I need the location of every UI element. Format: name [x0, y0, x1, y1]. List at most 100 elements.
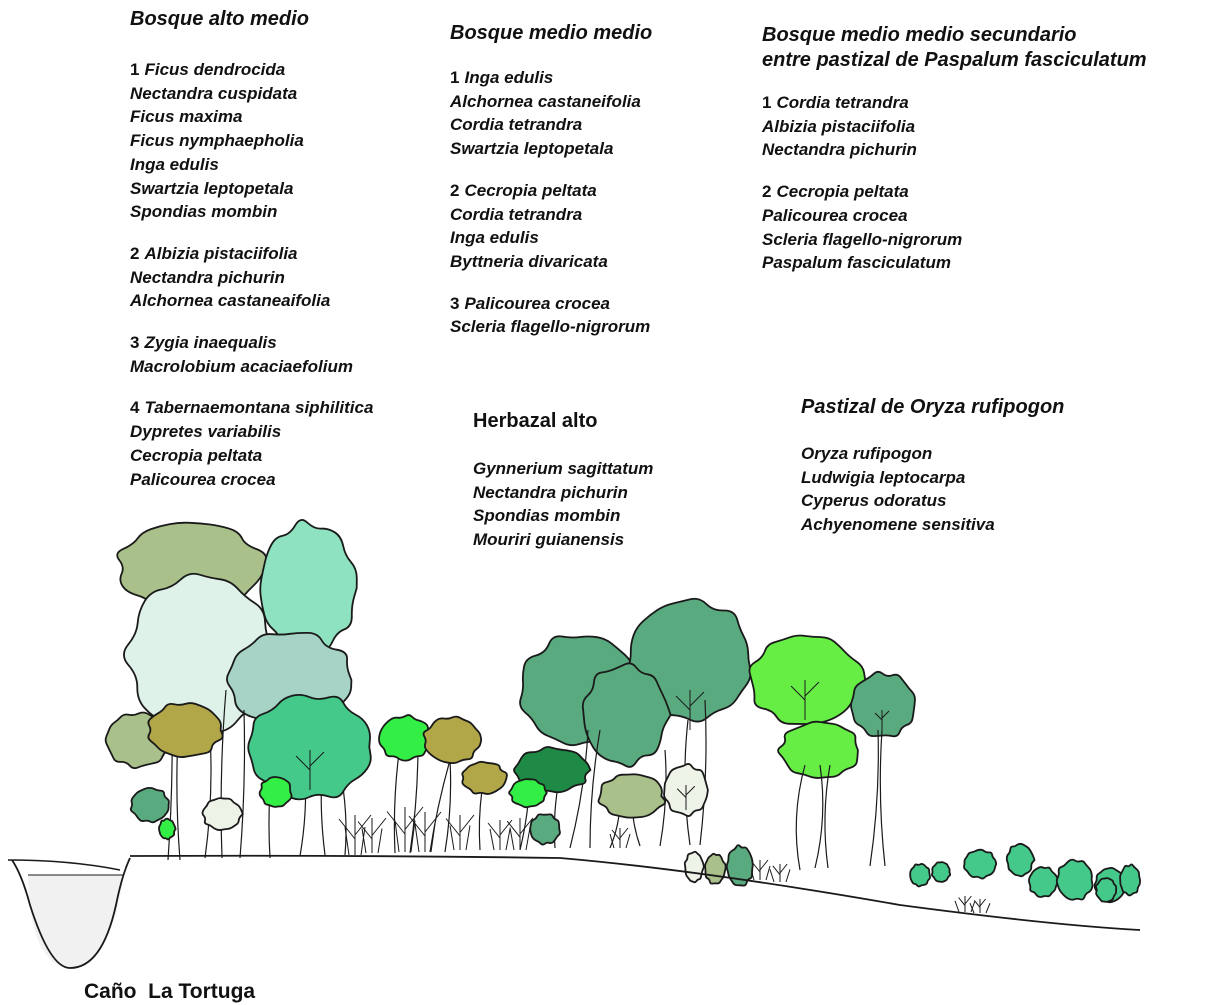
- tree-crown: [259, 519, 358, 654]
- community-bosque-secundario: Bosque medio medio secundario entre past…: [762, 23, 1147, 275]
- crown-branches: [676, 785, 696, 810]
- tree-stem: [589, 729, 601, 849]
- species-name: Nectandra cuspidata: [130, 83, 298, 103]
- species-name: Cyperus odoratus: [801, 491, 947, 511]
- tree-crown: [1095, 877, 1118, 903]
- group-number: 1: [762, 93, 772, 112]
- shrub: [408, 811, 442, 853]
- tree-crown: [201, 797, 244, 831]
- tree-crown: [129, 786, 170, 824]
- species-name: Albizia pistaciifolia: [762, 116, 916, 136]
- ground-line-left: [7, 859, 121, 871]
- tree-crown: [963, 848, 998, 880]
- species-name: Nectandra pichurin: [473, 482, 628, 502]
- tree-crown: [147, 702, 224, 758]
- species-name: Nectandra pichurin: [130, 267, 285, 287]
- group-number: 3: [450, 293, 460, 313]
- species-name: Swartzia leptopetala: [130, 178, 294, 198]
- tree-crown: [422, 715, 483, 765]
- tree-stem: [569, 729, 589, 849]
- tree-crown: [1028, 866, 1059, 898]
- species-name: Oryza rufipogon: [801, 444, 933, 463]
- tree-crown: [930, 861, 952, 883]
- shrub: [487, 819, 513, 851]
- group-number: 1: [130, 60, 140, 79]
- tree-stem: [429, 759, 451, 853]
- species-name: Inga edulis: [450, 228, 539, 248]
- community-title: Herbazal alto: [473, 410, 598, 432]
- community-pastizal: Pastizal de Oryza rufipogon Oryza rufipo…: [801, 395, 1064, 537]
- tree-crown: [529, 813, 561, 846]
- species-name: Scleria flagello-nigrorum: [762, 229, 963, 249]
- shrub: [609, 827, 631, 849]
- tree-stem: [824, 764, 831, 869]
- species-name: Spondias mombin: [130, 202, 278, 222]
- shrub: [357, 817, 387, 854]
- species-name: Ficus nymphaepholia: [130, 131, 304, 151]
- ground-layer: [7, 854, 1141, 969]
- species-name: Mouriri guianensis: [473, 530, 625, 550]
- species-name: Achyenomene sensitiva: [801, 515, 995, 535]
- species-name: Ludwigia leptocarpa: [801, 467, 966, 487]
- tree-stem: [814, 764, 824, 869]
- canopy-layer: [116, 519, 916, 779]
- shrub: [769, 863, 791, 883]
- species-name: Macrolobium acaciaefolium: [130, 356, 353, 376]
- tree-crown: [850, 670, 916, 738]
- tree-stem: [795, 764, 806, 871]
- community-title: Bosque alto medio: [130, 8, 309, 30]
- tree-stem: [478, 789, 483, 851]
- crown-branches: [295, 750, 325, 790]
- tree-stem: [869, 729, 879, 867]
- crown-branches: [675, 690, 705, 730]
- tree-crown: [597, 773, 667, 819]
- species-name: Spondias mombin: [473, 506, 621, 526]
- community-title-line2: entre pastizal de Paspalum fasciculatum: [762, 49, 1147, 71]
- tree-crown: [1005, 842, 1036, 878]
- tree-stem: [444, 759, 452, 853]
- group-number: 1: [450, 68, 460, 87]
- tree-crown: [748, 634, 867, 725]
- tree-stem: [879, 729, 886, 867]
- group-number: 2: [762, 182, 772, 202]
- shrub: [969, 898, 991, 914]
- species-name: Cordia tetrandra: [450, 115, 583, 135]
- shrub: [445, 814, 475, 851]
- tree-crown: [247, 694, 372, 801]
- species-name: Scleria flagello-nigrorum: [450, 317, 651, 337]
- crown-branches: [874, 710, 890, 730]
- community-title: Pastizal de Oryza rufipogon: [801, 396, 1065, 418]
- tree-crown: [258, 776, 293, 808]
- shrub: [338, 814, 372, 856]
- community-title-line1: Bosque medio medio secundario: [762, 24, 1077, 46]
- tree-stem: [699, 699, 707, 846]
- species-name: Palicourea crocea: [130, 469, 276, 489]
- species-name: Cecropia peltata: [130, 445, 263, 465]
- species-name: Gynnerium sagittatum: [473, 459, 654, 478]
- group-number: 4: [130, 398, 140, 418]
- water-channel: [28, 875, 124, 968]
- tree-crown: [683, 850, 705, 884]
- tree-crown: [461, 760, 508, 795]
